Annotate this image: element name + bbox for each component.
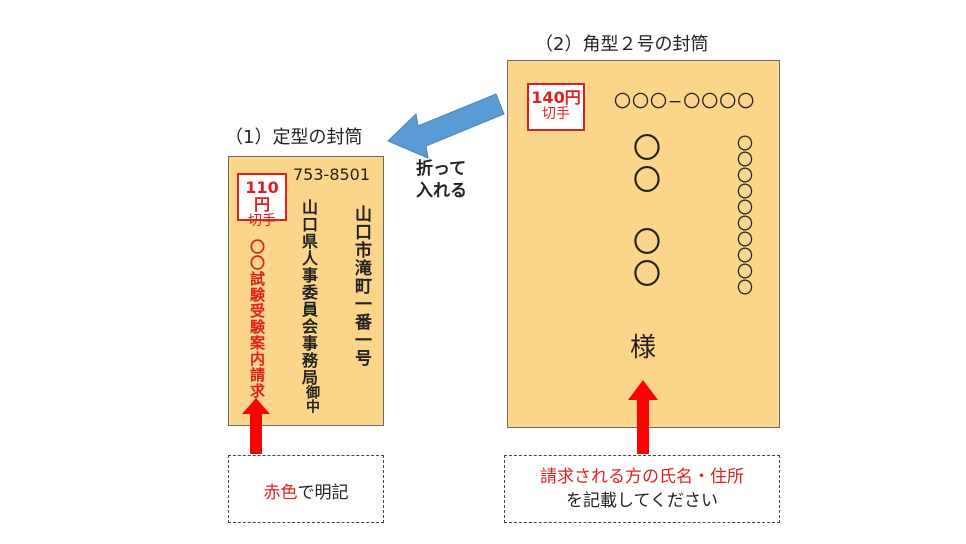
envelope2-stamp-label: 切手 xyxy=(542,106,570,122)
envelope1-stamp-price: 110円 xyxy=(245,178,279,214)
envelope1-stamp-label: 切手 xyxy=(248,213,276,229)
fold-arrow-icon xyxy=(387,93,505,159)
envelope1-title: （1）定型の封筒 xyxy=(225,127,363,148)
envelope2-postcode: 〇〇〇−〇〇〇〇 xyxy=(614,92,756,112)
envelope1-address: 山口市滝町一番一号 xyxy=(351,205,371,367)
envelope2-given-name: 〇〇 xyxy=(629,227,662,291)
red-arrow-left-icon xyxy=(242,398,270,454)
fold-label-line2: 入れる xyxy=(416,181,467,201)
envelope1-recipient: 山口県人事委員会事務局 xyxy=(299,199,318,386)
envelope2-stamp-price: 140円 xyxy=(531,88,581,107)
envelope2-address: 〇〇〇〇〇〇〇〇〇〇 xyxy=(734,135,753,295)
envelope2-stamp: 140円 切手 xyxy=(527,83,585,131)
caption1-box: 赤色で明記 xyxy=(228,455,384,523)
caption2-box: 請求される方の氏名・住所 を記載してください xyxy=(504,455,780,523)
fold-label: 折って 入れる xyxy=(416,158,467,202)
envelope1-postcode: 753-8501 xyxy=(293,165,371,184)
envelope1-red-note: 〇〇試験受験案内請求 xyxy=(248,239,266,399)
envelope1-stamp: 110円 切手 xyxy=(237,173,287,229)
caption1-black-text: で明記 xyxy=(297,483,349,503)
envelope2-honorific: 様 xyxy=(630,333,657,363)
red-arrow-right-icon xyxy=(628,380,658,454)
envelope2-family-name: 〇〇 xyxy=(629,133,662,197)
caption2-line1: 請求される方の氏名・住所 xyxy=(540,467,744,487)
envelope2-title: （2）角型２号の封筒 xyxy=(535,34,709,55)
fold-label-line1: 折って xyxy=(416,159,467,179)
envelope2: 140円 切手 〇〇〇−〇〇〇〇 〇〇〇〇〇〇〇〇〇〇 〇〇 〇〇 様 xyxy=(507,60,780,428)
envelope1-honorific: 御中 xyxy=(304,385,320,413)
envelope1: 110円 切手 753-8501 山口市滝町一番一号 山口県人事委員会事務局 御… xyxy=(228,156,384,426)
caption2-line2: を記載してください xyxy=(566,491,718,511)
caption1-red-text: 赤色 xyxy=(263,483,298,503)
